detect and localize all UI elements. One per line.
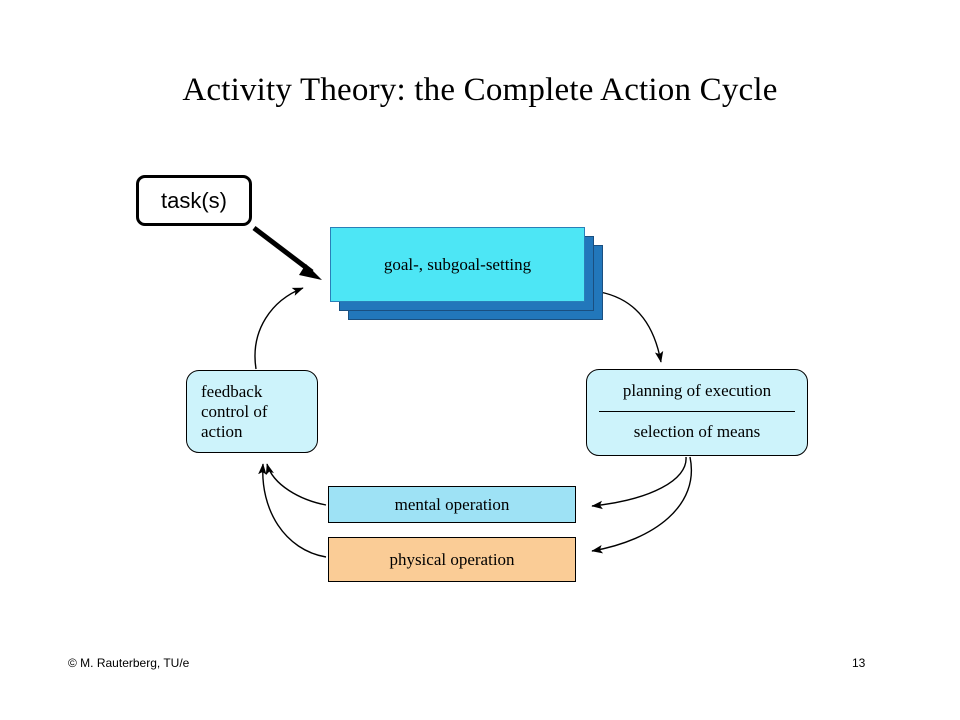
mental-operation-label: mental operation — [394, 494, 510, 514]
feedback-line-2: control of — [201, 401, 268, 421]
arrow-feedback-to-goal — [254, 287, 304, 370]
footer-page-number: 13 — [852, 656, 866, 670]
task-callout-label: task(s) — [161, 187, 227, 213]
page-title: Activity Theory: the Complete Action Cyc… — [182, 72, 778, 108]
physical-operation-node[interactable]: physical operation — [328, 537, 576, 582]
planning-execution-label: planning of execution — [622, 381, 772, 400]
task-callout-box[interactable]: task(s) — [136, 175, 252, 226]
goal-stack-layer-front: goal-, subgoal-setting — [330, 227, 585, 302]
arrow-goal-to-planning — [599, 291, 664, 363]
arrow-planning-to-mental — [591, 456, 687, 510]
planning-divider-line — [599, 411, 795, 412]
feedback-line-3: action — [201, 421, 243, 441]
feedback-line-1: feedback — [201, 381, 263, 401]
physical-operation-label: physical operation — [389, 549, 515, 569]
goal-setting-label: goal-, subgoal-setting — [383, 254, 532, 274]
footer-copyright: © M. Rauterberg, TU/e — [68, 656, 190, 670]
arrow-physical-to-feedback — [258, 463, 327, 558]
arrow-task-to-goal — [252, 226, 322, 280]
goal-setting-node[interactable]: goal-, subgoal-setting — [330, 227, 608, 320]
arrow-mental-to-feedback — [265, 463, 327, 506]
planning-execution-node[interactable]: planning of execution selection of means — [586, 369, 808, 456]
selection-of-means-label: selection of means — [633, 422, 761, 441]
feedback-control-label: feedback control of action — [201, 381, 268, 441]
arrow-planning-to-physical — [591, 456, 693, 554]
mental-operation-node[interactable]: mental operation — [328, 486, 576, 523]
feedback-control-node[interactable]: feedback control of action — [186, 370, 318, 453]
